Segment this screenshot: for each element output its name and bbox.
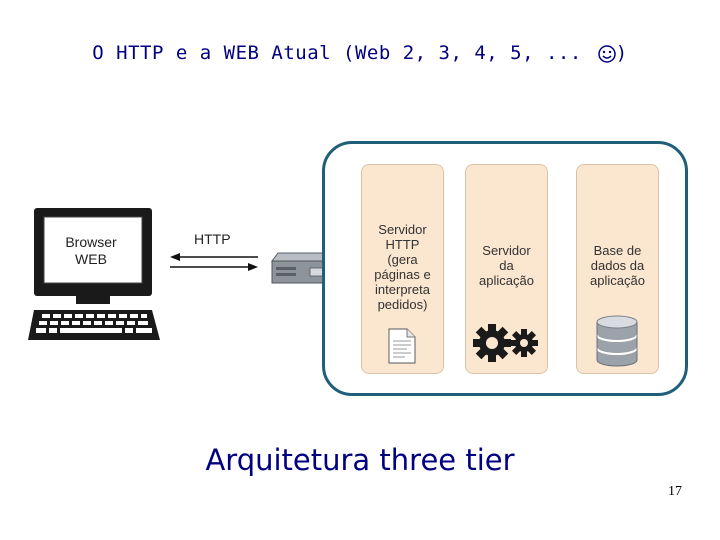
http-label: HTTP — [194, 231, 231, 247]
page-number: 17 — [668, 484, 682, 499]
gears-icon — [473, 324, 538, 362]
tier-database-label: Base de dados da aplicação — [590, 243, 645, 288]
database-icon — [596, 315, 638, 367]
document-icon — [388, 328, 416, 364]
tier-app-server-label: Servidor da aplicação — [479, 243, 534, 288]
tier-http-server-label: Servidor HTTP (gera páginas e interpreta… — [374, 222, 431, 312]
slide-title-text: O HTTP e a WEB Atual (Web 2, 3, 4, 5, ..… — [92, 42, 582, 64]
browser-label: Browser WEB — [65, 234, 117, 267]
computer-icon — [28, 208, 160, 340]
slide-caption: Arquitetura three tier — [205, 443, 515, 477]
smiley-icon — [598, 44, 616, 63]
bidirectional-arrow-icon — [170, 253, 258, 271]
slide-title-close: ) — [615, 42, 628, 64]
slide-title: O HTTP e a WEB Atual (Web 2, 3, 4, 5, ..… — [0, 42, 720, 64]
